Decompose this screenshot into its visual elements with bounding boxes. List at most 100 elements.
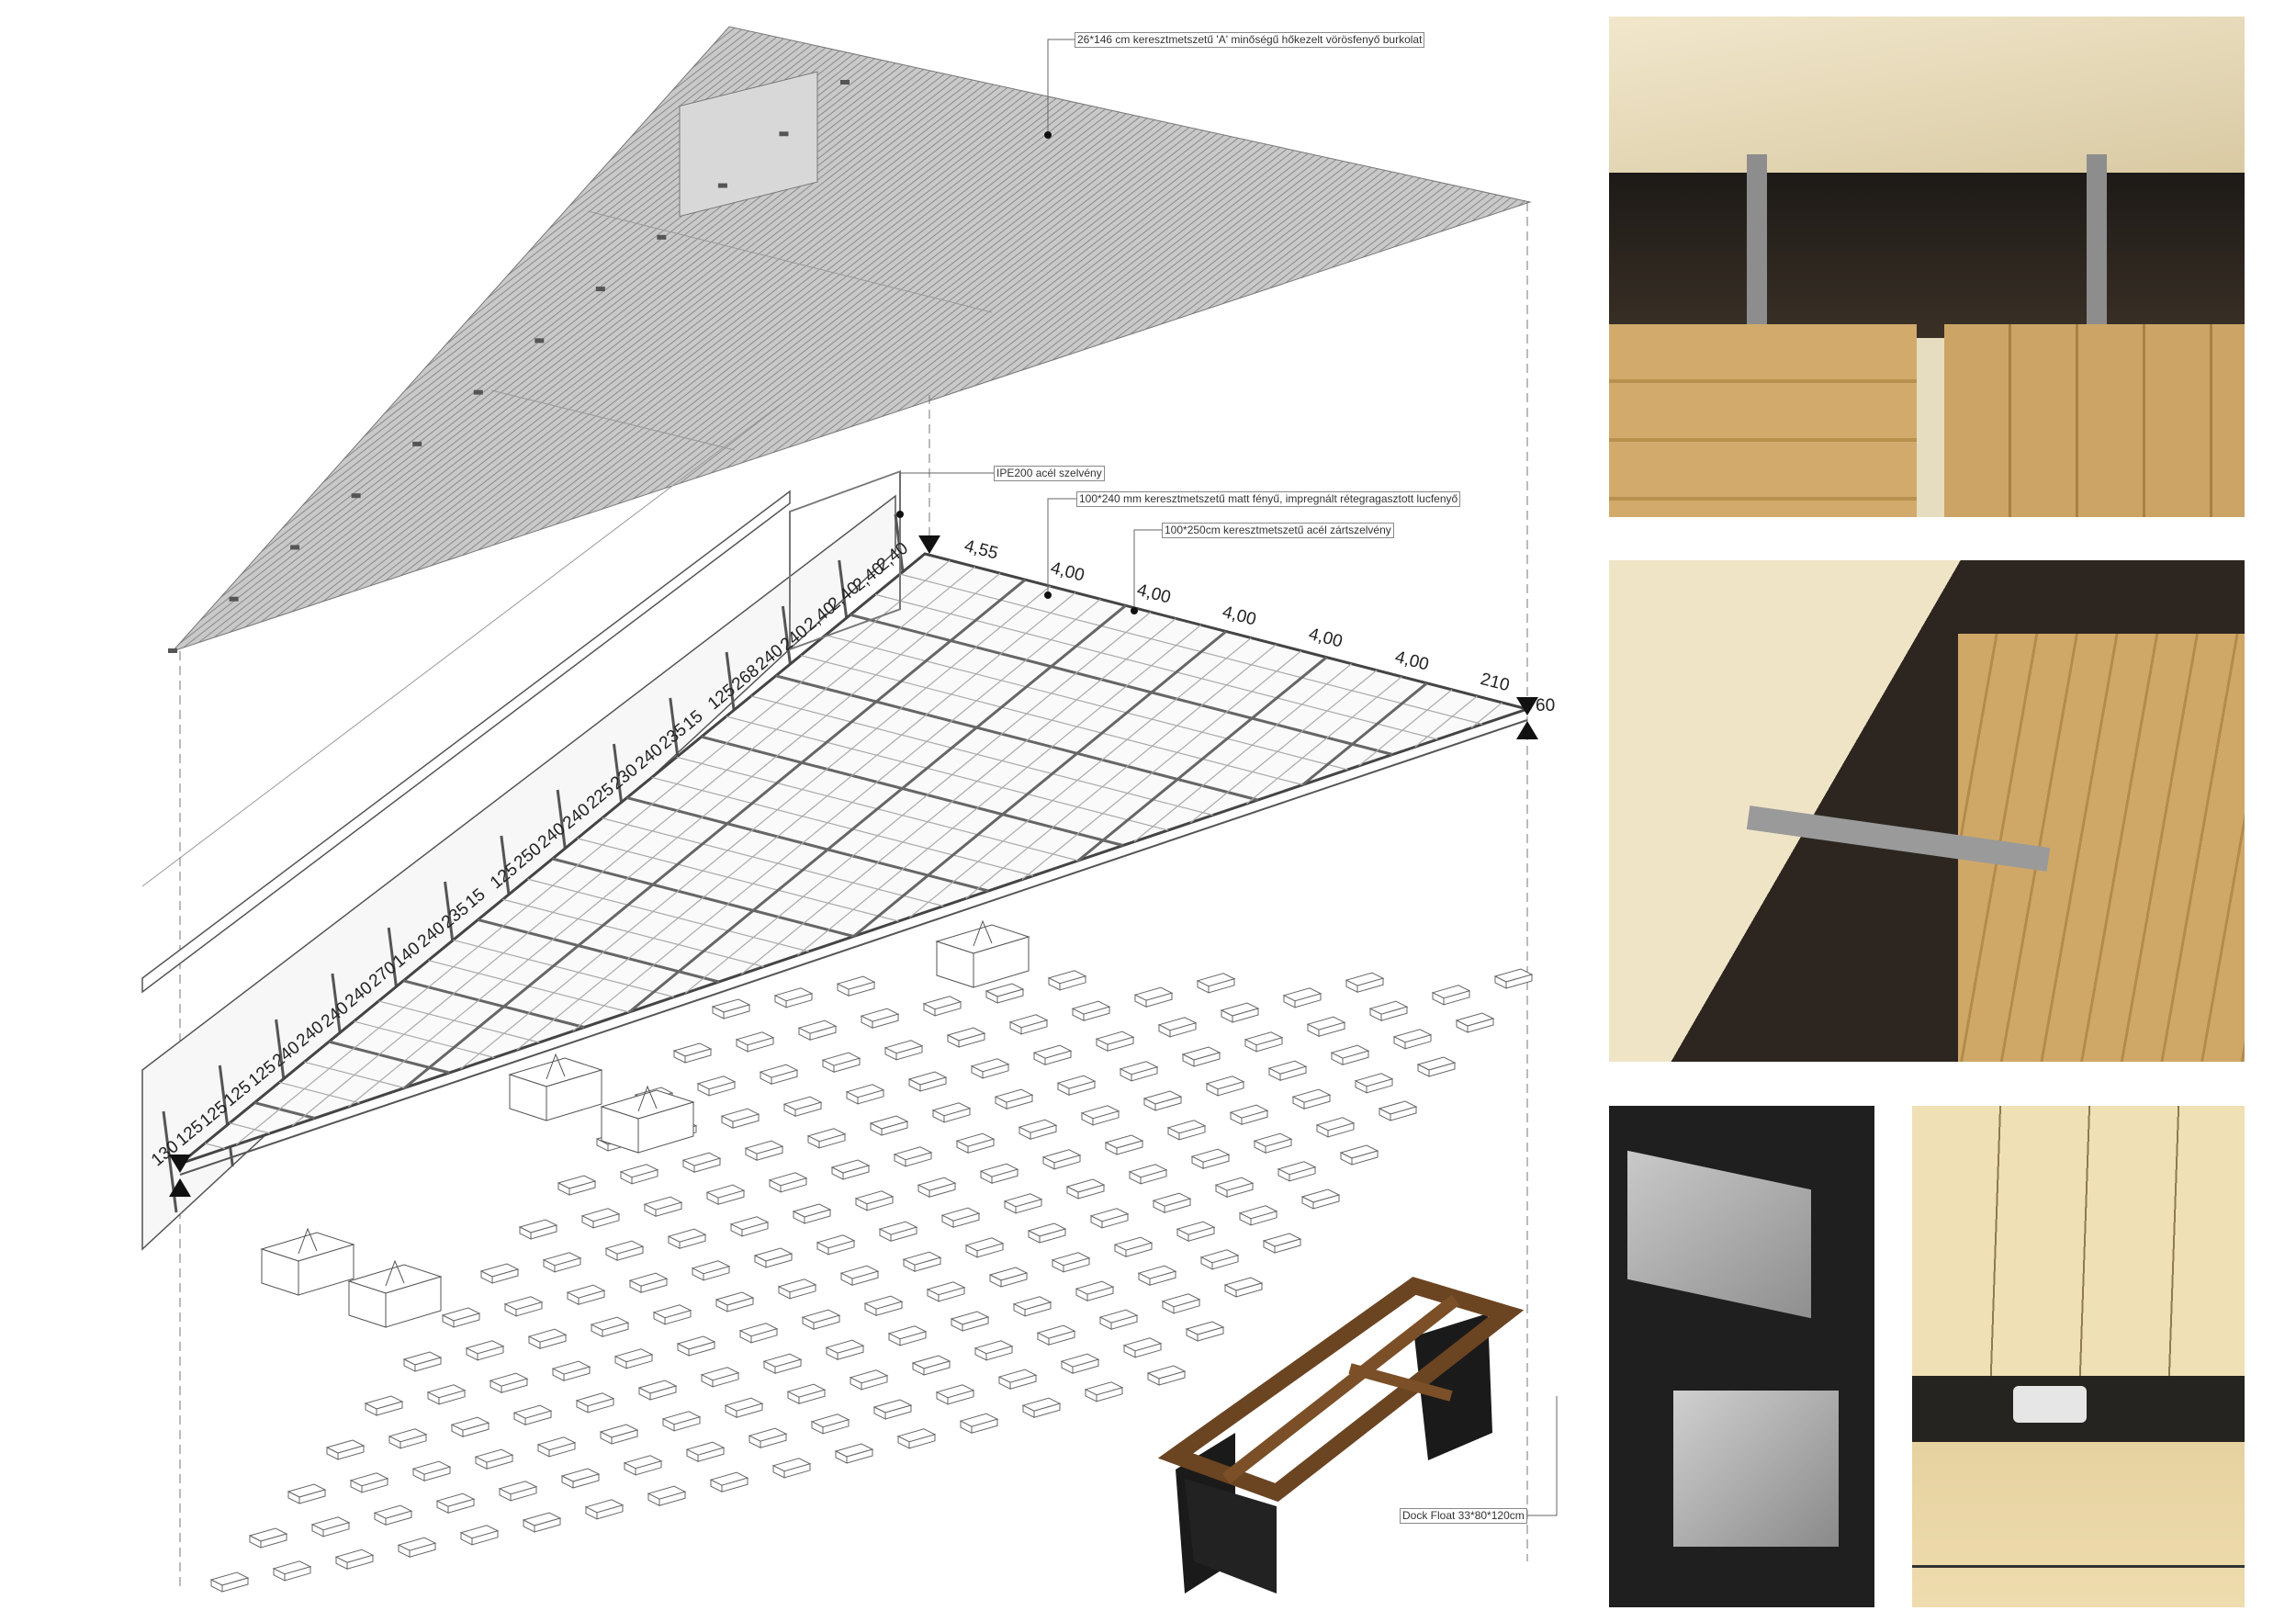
float-front: [539, 1334, 567, 1349]
float-front: [684, 1048, 712, 1064]
float-block: [893, 1146, 933, 1167]
float-block: [465, 1340, 505, 1361]
float-front: [798, 1389, 826, 1404]
float-block: [388, 1428, 428, 1449]
float-front: [635, 1460, 662, 1476]
deck-beam: [403, 579, 1027, 1089]
float-block: [917, 1177, 957, 1199]
leader-line: [1488, 1396, 1558, 1516]
float-front: [1000, 1272, 1028, 1288]
float-block: [762, 1353, 803, 1375]
level-marker-icon: [1516, 721, 1538, 739]
float-front: [284, 1566, 311, 1582]
float-block: [830, 1159, 871, 1180]
float-block: [1012, 1296, 1052, 1317]
float-front: [899, 1331, 927, 1346]
float-front: [723, 1004, 750, 1019]
float-block: [1113, 1236, 1154, 1258]
float-block: [1185, 1321, 1225, 1342]
roof-fixing-pin: [657, 234, 667, 240]
float-front: [934, 1001, 962, 1017]
float-front: [789, 1284, 816, 1300]
float-front: [866, 1196, 894, 1211]
float-front: [616, 1245, 644, 1261]
float-block: [209, 1571, 250, 1593]
float-block: [479, 1263, 520, 1284]
float-front: [1110, 1314, 1138, 1330]
leader-dot: [896, 511, 904, 518]
float-block: [334, 1549, 375, 1571]
deck-beam: [909, 637, 1252, 918]
float-block: [950, 1311, 990, 1332]
float-front: [423, 1466, 451, 1481]
float-front: [596, 1504, 624, 1520]
anchor-cable: [385, 1259, 405, 1287]
roof-fixing-pin: [290, 545, 300, 550]
float-front: [837, 1345, 864, 1360]
float-front: [471, 1530, 499, 1546]
guide-line: [141, 403, 782, 887]
float-front: [1255, 1037, 1283, 1053]
anchor-front: [546, 1069, 602, 1121]
float-front: [827, 1240, 855, 1256]
float-front: [563, 1366, 591, 1381]
float-front: [385, 1510, 412, 1526]
float-block: [1161, 1293, 1201, 1314]
float-front: [1101, 1213, 1129, 1229]
float-block: [777, 1278, 817, 1300]
float-front: [813, 1314, 840, 1330]
deck-beam: [628, 604, 1127, 1014]
float-front: [833, 1057, 861, 1073]
float-front: [905, 1152, 932, 1167]
photo-steel-brackets: [1609, 1106, 1874, 1607]
float-front: [1077, 1184, 1105, 1200]
float-block: [1032, 1044, 1073, 1066]
deck-opening-frame: [789, 469, 901, 651]
anchor-front: [973, 936, 1030, 988]
float-block: [599, 1424, 639, 1445]
float-front: [1068, 1080, 1096, 1096]
deck-beam: [1133, 663, 1353, 842]
float-block: [1071, 1000, 1111, 1022]
roof-skylight: [679, 71, 818, 218]
float-block: [1315, 1117, 1356, 1138]
float-front: [524, 1410, 552, 1425]
deck-joist: [527, 878, 809, 952]
deck-joist: [750, 695, 1213, 817]
float-block: [685, 1441, 726, 1463]
float-front: [842, 1165, 870, 1180]
anchor-cable: [298, 1227, 318, 1255]
float-block: [1282, 987, 1322, 1008]
deck-beam: [740, 617, 1176, 975]
float-front: [765, 1253, 793, 1268]
float-front: [1140, 1169, 1167, 1185]
float-front: [822, 1419, 850, 1435]
float-block: [1455, 1012, 1495, 1033]
float-block: [536, 1436, 577, 1458]
float-front: [592, 1213, 620, 1229]
float-block: [1056, 1075, 1097, 1097]
float-block: [522, 1512, 562, 1533]
float-front: [848, 981, 875, 997]
float-block: [753, 1247, 793, 1268]
float-block: [676, 1335, 716, 1357]
float-front: [923, 1360, 951, 1376]
float-front: [1241, 1109, 1268, 1125]
deck-beam: [1021, 650, 1302, 881]
float-front: [1033, 1402, 1061, 1418]
deck-joist: [602, 817, 944, 907]
float-front: [908, 1434, 936, 1449]
float-block: [825, 1339, 865, 1361]
float-front: [760, 1433, 787, 1448]
float-block: [955, 1132, 996, 1155]
float-block: [637, 1380, 678, 1401]
float-front: [890, 1226, 917, 1242]
roof-cladding-label: 26*146 cm keresztmetszetű 'A' minőségű h…: [1075, 32, 1425, 48]
float-block: [935, 1384, 975, 1405]
float-front: [1154, 1096, 1182, 1111]
float-front: [462, 1422, 490, 1437]
float-front: [804, 1209, 831, 1224]
float-block: [1104, 1134, 1144, 1155]
float-front: [664, 1310, 692, 1325]
